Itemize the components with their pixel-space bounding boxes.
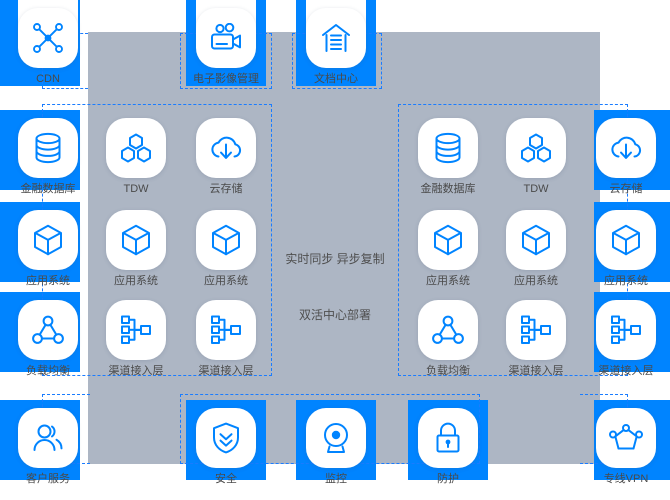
cloud-download-icon: [196, 118, 256, 178]
cube-icon: [106, 210, 166, 270]
mask-left-gap-3: [0, 282, 16, 292]
video-camera-icon: [196, 8, 256, 68]
node-label: 文档中心: [314, 73, 358, 85]
shield-check-icon: [196, 408, 256, 468]
cube-icon: [506, 210, 566, 270]
node-label: 专线VPN: [603, 473, 649, 485]
node-label: 应用系统: [204, 275, 248, 287]
mask-right-gap-1: [654, 190, 670, 202]
node-label: 电子影像管理: [193, 73, 259, 85]
node-b-vpn[interactable]: 专线VPN: [590, 408, 662, 486]
node-r-ch2[interactable]: 渠道接入层: [590, 300, 662, 378]
tree-nodes-icon: [196, 300, 256, 360]
node-b-user[interactable]: 客户服务: [12, 408, 84, 486]
node-label: 金融数据库: [20, 183, 76, 195]
node-label: 防护: [437, 473, 459, 485]
mask-right-gap-3: [600, 372, 670, 400]
node-b-prot[interactable]: 防护: [412, 408, 484, 486]
node-label: TDW: [123, 183, 149, 195]
node-b-mon[interactable]: 监控: [300, 408, 372, 486]
cube-icon: [196, 210, 256, 270]
mask-left-gap-1: [0, 86, 88, 110]
node-label: 渠道接入层: [598, 365, 654, 377]
monitor-eye-icon: [306, 408, 366, 468]
node-l-ch1[interactable]: 渠道接入层: [100, 300, 172, 378]
node-l-app1[interactable]: 应用系统: [12, 210, 84, 288]
tree-nodes-icon: [506, 300, 566, 360]
node-r-app2[interactable]: 应用系统: [500, 210, 572, 288]
node-label: 负载均衡: [426, 365, 470, 377]
node-label: 监控: [325, 473, 347, 485]
node-label: 云存储: [209, 183, 243, 195]
tree-nodes-icon: [596, 300, 656, 360]
cdn-network-icon: [18, 8, 78, 68]
node-label: 负载均衡: [26, 365, 70, 377]
node-r-ch1[interactable]: 渠道接入层: [500, 300, 572, 378]
node-label: 应用系统: [114, 275, 158, 287]
crown-vpn-icon: [596, 408, 656, 468]
node-r-lb[interactable]: 负载均衡: [412, 300, 484, 378]
node-label: 应用系统: [604, 275, 648, 287]
cube-icon: [418, 210, 478, 270]
node-r-app1[interactable]: 应用系统: [412, 210, 484, 288]
node-b-sec[interactable]: 安全: [190, 408, 262, 486]
node-l-db[interactable]: 金融数据库: [12, 118, 84, 196]
node-label: 应用系统: [426, 275, 470, 287]
node-l-cos[interactable]: 云存储: [190, 118, 262, 196]
cube-icon: [18, 210, 78, 270]
node-r-app3[interactable]: 应用系统: [590, 210, 662, 288]
node-label: 客户服务: [26, 473, 70, 485]
node-label: 渠道接入层: [508, 365, 564, 377]
cloud-download-icon: [596, 118, 656, 178]
mask-right-gap-2: [654, 282, 670, 292]
mask-bottom-center: [266, 464, 296, 500]
node-label: 渠道接入层: [198, 365, 254, 377]
node-label: 安全: [215, 473, 237, 485]
load-balance-icon: [418, 300, 478, 360]
node-label: CDN: [36, 73, 60, 85]
mask-left-gap-4: [0, 372, 88, 400]
hex-cluster-icon: [506, 118, 566, 178]
node-r-cos[interactable]: 云存储: [590, 118, 662, 196]
center-deploy-label: 双活中心部署: [298, 308, 372, 322]
cube-icon: [596, 210, 656, 270]
node-l-app2[interactable]: 应用系统: [100, 210, 172, 288]
node-label: 金融数据库: [420, 183, 476, 195]
lock-icon: [418, 408, 478, 468]
node-l-app3[interactable]: 应用系统: [190, 210, 262, 288]
load-balance-icon: [18, 300, 78, 360]
node-l-tdw[interactable]: TDW: [100, 118, 172, 196]
node-eim[interactable]: 电子影像管理: [190, 8, 262, 86]
node-l-lb[interactable]: 负载均衡: [12, 300, 84, 378]
center-sync-label: 实时同步 异步复制: [285, 252, 385, 266]
node-r-db[interactable]: 金融数据库: [412, 118, 484, 196]
node-label: 渠道接入层: [108, 365, 164, 377]
node-r-tdw[interactable]: TDW: [500, 118, 572, 196]
database-icon: [18, 118, 78, 178]
node-doc[interactable]: 文档中心: [300, 8, 372, 86]
users-icon: [18, 408, 78, 468]
node-l-ch2[interactable]: 渠道接入层: [190, 300, 262, 378]
database-icon: [418, 118, 478, 178]
hex-cluster-icon: [106, 118, 166, 178]
mask-bottom-left-gap: [80, 464, 186, 500]
mask-bottom-center-2: [376, 464, 408, 500]
mask-left-gap-2: [0, 190, 16, 202]
node-cdn[interactable]: CDN: [12, 8, 84, 86]
node-label: 应用系统: [26, 275, 70, 287]
archive-house-icon: [306, 8, 366, 68]
tree-nodes-icon: [106, 300, 166, 360]
node-label: TDW: [523, 183, 549, 195]
node-label: 云存储: [609, 183, 643, 195]
mask-bottom-center-3: [488, 464, 594, 500]
node-label: 应用系统: [514, 275, 558, 287]
